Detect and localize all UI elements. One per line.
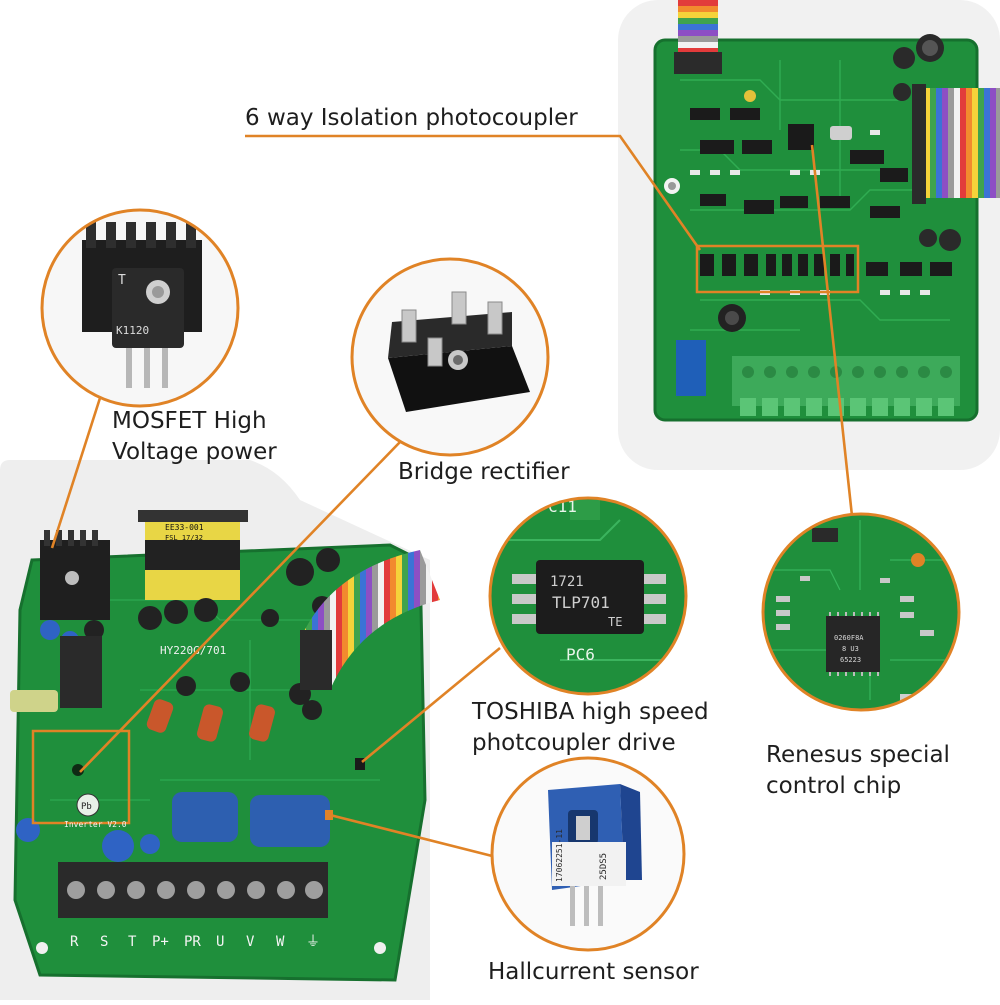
mosfet-label: MOSFET High Voltage power [112,406,277,468]
svg-text:Inverter V2.0: Inverter V2.0 [64,820,127,829]
mosfet-label-line2: Voltage power [112,439,277,465]
chip-text-3: 65223 [840,656,861,664]
svg-text:HY220G/701: HY220G/701 [160,644,226,657]
photocoupler-highlight-box [695,244,860,294]
callout-line-renesas [810,144,854,517]
chip-text-1: 0260F8A [834,634,864,642]
board-model-text: HY220G/701 [160,644,226,657]
power-board: EE33-001 FSL 17/32 [10,510,440,982]
chip-text-2: 8 U3 [842,645,859,653]
svg-text:EE33-001: EE33-001 [165,523,204,532]
bridge-rectifier-text: Bridge rectifier [398,459,570,485]
board-version-text: Inverter V2.0 [64,820,127,829]
terminal-label-7: V [246,934,255,950]
bridge-highlight-box [31,729,131,825]
photocoupler-suffix-text: TE [608,615,622,629]
callout-line-bridge [79,441,401,773]
terminal-label-3: T [128,934,137,950]
hall-sensor-label: Hallcurrent sensor [488,957,699,988]
callout-line-isolation [245,134,702,251]
toshiba-label-line1: TOSHIBA high speed [472,699,709,725]
mosfet-label-line1: MOSFET High [112,408,267,434]
photocoupler-part-text: TLP701 [552,593,610,612]
hall-serial-text: 17062251-11 [555,829,564,882]
bridge-closeup-circle [350,257,550,457]
hall-closeup-circle: 17062251-11 25DS5 [490,756,686,952]
isolation-photocoupler-text: 6 way Isolation photocoupler [245,105,578,131]
renesas-label-line1: Renesus special [766,742,950,768]
svg-text:FSL 17/32: FSL 17/32 [165,534,203,542]
renesas-label-line2: control chip [766,773,902,799]
callout-line-hall [329,813,509,862]
terminal-label-9: ⏚ [306,934,320,950]
transformer-text-2: FSL 17/32 [165,534,203,542]
toshiba-closeup-circle: C11 1721 TLP701 TE PC6 [488,496,688,696]
mosfet-part-text: K1120 [116,324,149,337]
renesas-label: Renesus special control chip [766,740,950,802]
toshiba-label: TOSHIBA high speed photcoupler drive [472,697,709,759]
toshiba-label-line2: photcoupler drive [472,730,676,756]
control-board [653,0,1000,422]
terminal-label-6: U [216,934,224,950]
terminal-label-5: PR [184,934,201,950]
bridge-rectifier-label: Bridge rectifier [398,457,570,488]
callout-line-mosfet [50,397,102,549]
hall-sensor-text: Hallcurrent sensor [488,959,699,985]
terminal-label-1: R [70,934,79,950]
renesas-closeup-circle: 0260F8A 8 U3 65223 [761,512,961,712]
photocoupler-date-text: 1721 [550,574,584,590]
mosfet-logo-text: T [118,273,126,288]
callout-lines [50,134,854,862]
terminal-label-4: P+ [152,934,169,950]
callout-line-toshiba [361,646,501,764]
svg-text:Pb: Pb [81,802,92,812]
hall-model-text: 25DS5 [599,853,609,880]
pb-mark-text: Pb [81,802,92,812]
terminal-label-8: W [276,934,285,950]
transformer-text-1: EE33-001 [165,523,204,532]
terminal-label-2: S [100,934,108,950]
hall-highlight-marker [325,810,333,820]
mosfet-closeup-circle: T K1120 [40,208,240,408]
isolation-photocoupler-label: 6 way Isolation photocoupler [245,103,578,134]
silk-pc6-text: PC6 [566,645,595,664]
